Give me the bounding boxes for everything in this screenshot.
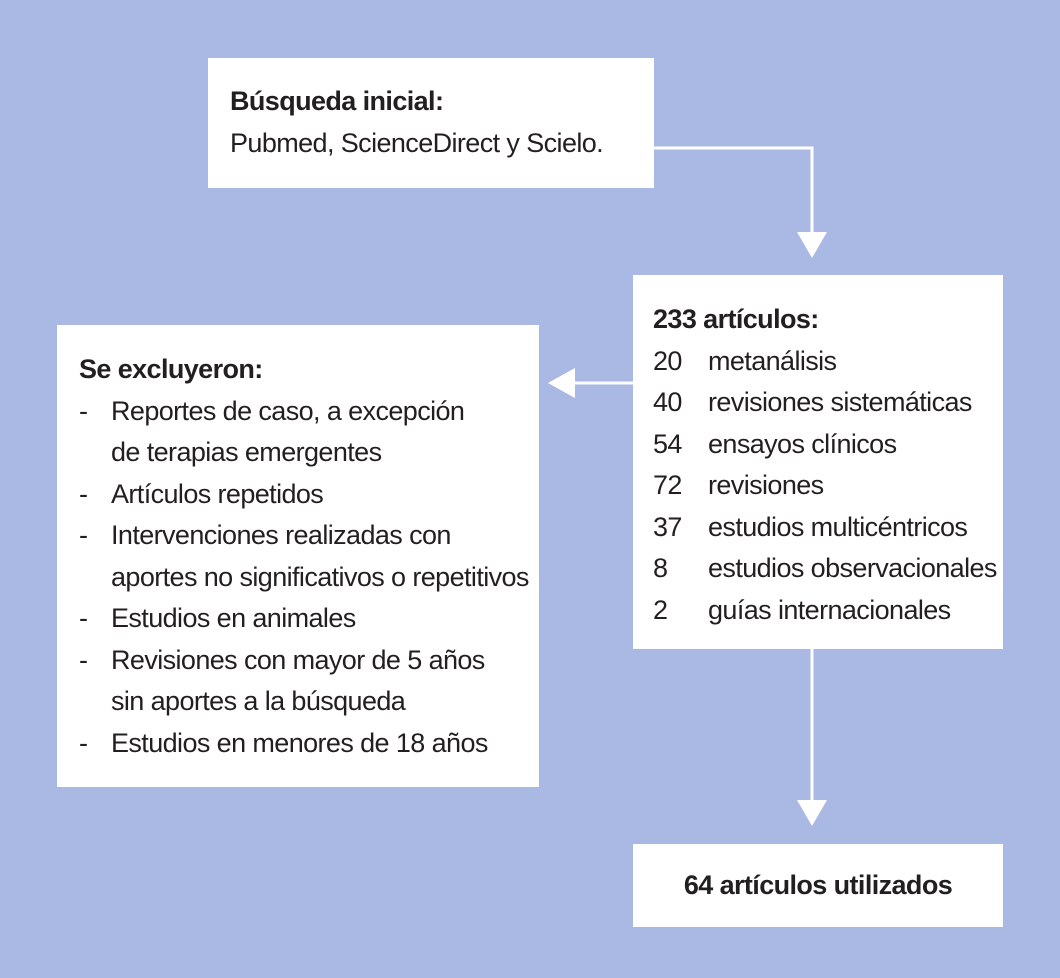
article-type-item: 37 estudios multicéntricos — [653, 507, 1003, 549]
article-type-item: 8 estudios observacionales — [653, 548, 1003, 590]
bullet-dash: - — [79, 395, 88, 426]
exclusion-text: Revisiones con mayor de 5 años — [111, 644, 485, 675]
bullet-dash: - — [79, 603, 88, 633]
article-type-label: metanálisis — [708, 345, 837, 376]
exclusion-text: Estudios en animales — [111, 603, 356, 633]
exclusion-text: Artículos repetidos — [111, 478, 324, 509]
article-type-item: 2 guías internacionales — [653, 590, 1003, 632]
excluded-title: Se excluyeron: — [79, 354, 263, 384]
exclusion-text: Intervenciones realizadas con — [111, 520, 451, 550]
result-text: 64 artículos utilizados — [683, 869, 953, 900]
bullet-dash: - — [79, 478, 88, 509]
exclusion-item: - Intervenciones realizadas con aportes … — [79, 515, 539, 598]
search-box: Búsqueda inicial: Pubmed, ScienceDirect … — [208, 58, 654, 188]
exclusion-text: aportes no significativos o repetitivos — [111, 561, 529, 592]
exclusion-item: - Estudios en menores de 18 años — [79, 723, 539, 765]
arrow-search-to-articles — [653, 146, 814, 234]
exclusion-item: - Revisiones con mayor de 5 años sin apo… — [79, 640, 539, 723]
articles-box: 233 artículos: 20 metanálisis 40 revisio… — [633, 275, 1003, 649]
exclusion-item: - Reportes de caso, a excepción de terap… — [79, 391, 539, 474]
articles-title: 233 artículos: — [653, 304, 819, 334]
exclusion-item: - Artículos repetidos — [79, 474, 539, 516]
article-type-label: estudios observacionales — [708, 553, 997, 583]
article-type-label: revisiones sistemáticas — [708, 387, 972, 417]
search-text: Pubmed, ScienceDirect y Scielo. — [230, 127, 604, 158]
exclusion-text: sin aportes a la búsqueda — [111, 686, 406, 716]
exclusion-item: - Estudios en animales — [79, 598, 539, 640]
article-type-label: guías internacionales — [708, 594, 951, 625]
article-type-item: 72 revisiones — [653, 465, 1003, 507]
excluded-box: Se excluyeron: - Reportes de caso, a exc… — [57, 325, 539, 787]
article-type-label: estudios multicéntricos — [708, 511, 968, 542]
exclusion-text: Estudios en menores de 18 años — [111, 727, 488, 758]
article-type-item: 54 ensayos clínicos — [653, 424, 1003, 466]
arrowhead-down-icon — [797, 800, 827, 826]
arrowhead-down-icon — [797, 232, 827, 258]
article-count: 40 — [653, 387, 682, 417]
exclusion-text: Reportes de caso, a excepción — [111, 395, 465, 426]
search-title: Búsqueda inicial: — [230, 86, 444, 116]
bullet-dash: - — [79, 727, 88, 758]
bullet-dash: - — [79, 644, 88, 675]
bullet-dash: - — [79, 520, 88, 550]
exclusion-text: de terapias emergentes — [111, 437, 382, 467]
article-type-label: ensayos clínicos — [708, 428, 897, 459]
article-type-item: 40 revisiones sistemáticas — [653, 382, 1003, 424]
article-count: 37 — [653, 511, 682, 542]
article-count: 2 — [653, 594, 668, 625]
article-type-item: 20 metanálisis — [653, 341, 1003, 383]
article-count: 20 — [653, 345, 682, 376]
article-type-label: revisiones — [708, 470, 824, 500]
article-count: 8 — [653, 553, 668, 583]
article-count: 54 — [653, 428, 682, 459]
arrowhead-left-icon — [548, 368, 575, 398]
article-count: 72 — [653, 470, 682, 500]
result-box: 64 artículos utilizados — [633, 844, 1003, 927]
